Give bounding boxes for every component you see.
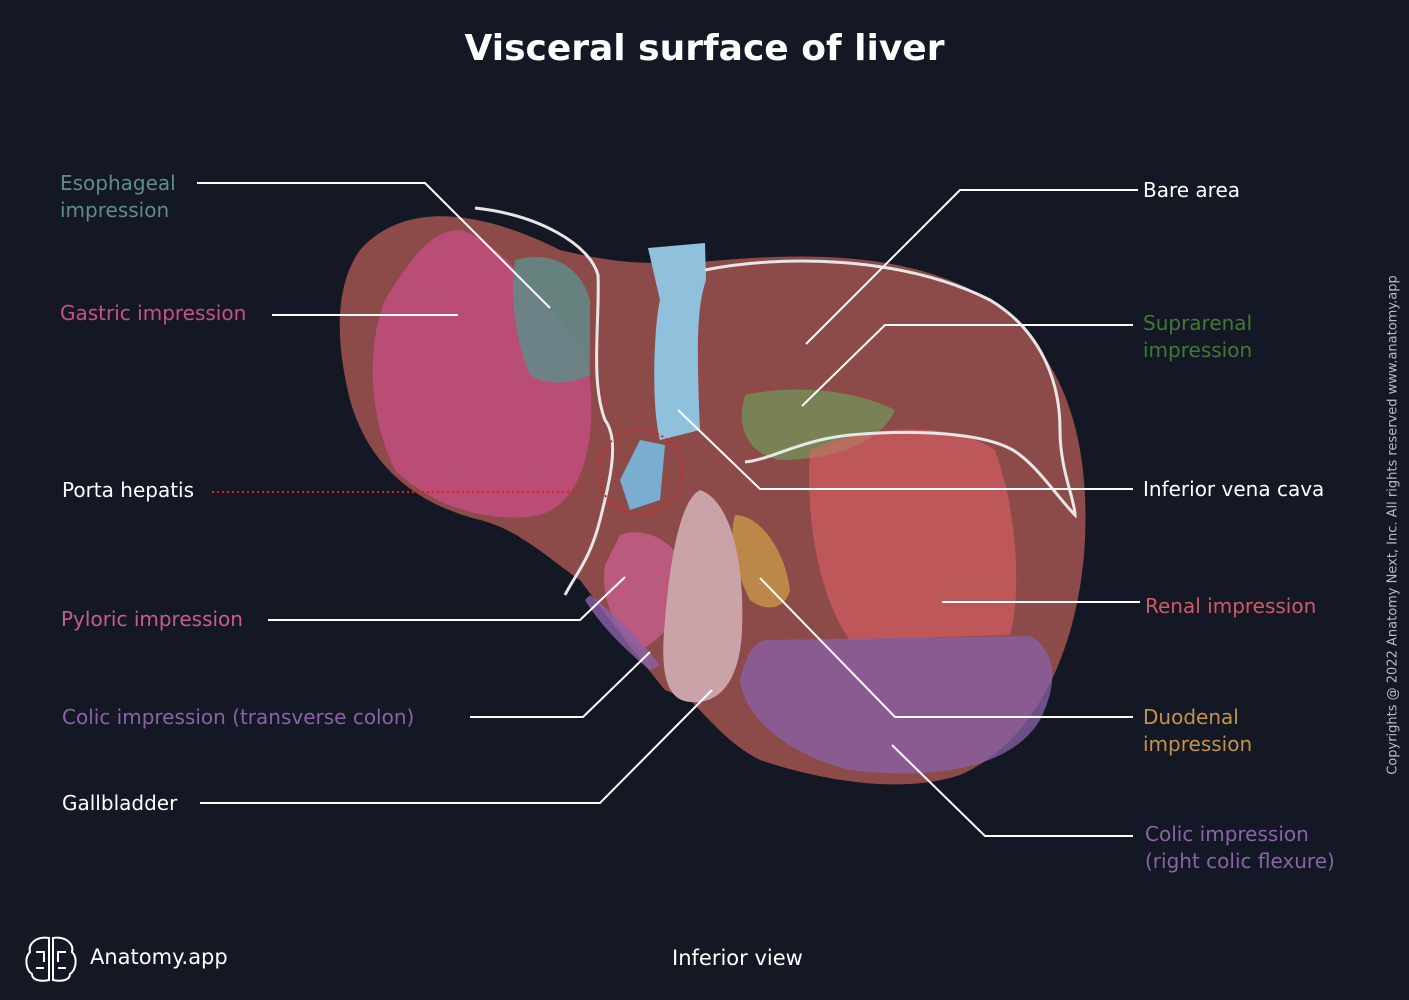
label-esophageal-impression: Esophageal impression: [60, 171, 176, 222]
colic-transverse-impression-area: [585, 595, 660, 670]
leader-ivc: [677, 409, 1133, 490]
ivc-shape: [648, 243, 706, 440]
ligament-outline: [474, 206, 615, 596]
leader-pyloric: [268, 576, 626, 621]
label-pyloric-impression: Pyloric impression: [61, 607, 243, 631]
leader-lines: [197, 182, 1140, 837]
esophageal-impression-area: [513, 256, 590, 383]
portal-vessels: [620, 440, 665, 510]
view-caption: Inferior view: [672, 946, 803, 970]
label-colic-impression-right: Colic impression (right colic flexure): [1145, 822, 1335, 873]
bare-area-outline: [704, 259, 1077, 519]
leader-colic-right: [891, 744, 1133, 837]
leader-bare-area: [805, 189, 1138, 345]
leader-colic-transverse: [470, 651, 651, 718]
label-suprarenal-impression: Suprarenal impression: [1143, 311, 1253, 362]
leader-gallbladder: [200, 689, 713, 804]
leader-suprarenal: [801, 324, 1133, 407]
label-bare-area: Bare area: [1143, 178, 1241, 202]
renal-impression-area: [809, 429, 1017, 640]
leader-esophageal: [197, 182, 551, 309]
label-gastric-impression: Gastric impression: [60, 301, 247, 325]
brain-logo-icon: [25, 936, 77, 982]
copyright-text: Copyrights @ 2022 Anatomy Next, Inc. All…: [1385, 275, 1401, 775]
label-gallbladder: Gallbladder: [62, 791, 178, 815]
porta-hepatis-circle: [597, 429, 683, 515]
label-inferior-vena-cava: Inferior vena cava: [1143, 477, 1325, 501]
label-renal-impression: Renal impression: [1145, 594, 1317, 618]
leader-duodenal: [759, 577, 1133, 718]
label-colic-impression-transverse: Colic impression (transverse colon): [62, 705, 415, 729]
duodenal-impression-area: [732, 515, 790, 608]
label-duodenal-impression: Duodenal impression: [1143, 705, 1253, 756]
brand-name: Anatomy.app: [90, 945, 228, 969]
gallbladder-shape: [663, 490, 743, 703]
page-title: Visceral surface of liver: [464, 28, 945, 69]
label-porta-hepatis: Porta hepatis: [62, 478, 195, 502]
colic-right-impression-area: [740, 636, 1053, 774]
